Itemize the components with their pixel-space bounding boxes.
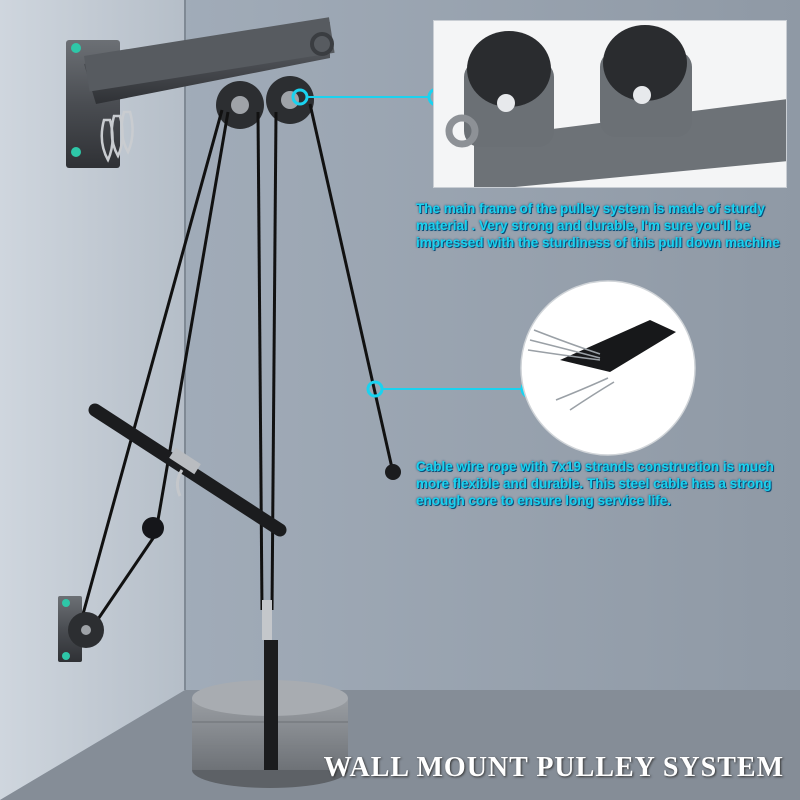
cable-end-stopper <box>385 464 401 480</box>
frame-caption: The main frame of the pulley system is m… <box>416 201 780 250</box>
lower-wall-pulley <box>58 596 104 662</box>
cable-closeup <box>520 280 696 456</box>
handle-bar <box>88 403 287 537</box>
frame-detail-photo <box>433 20 787 188</box>
product-title: WALL MOUNT PULLEY SYSTEM <box>323 752 784 783</box>
frame-detail-illustration <box>434 21 786 187</box>
weight-plates <box>192 600 348 788</box>
cable-stopper-ball <box>142 517 164 539</box>
wall-mount-bracket <box>66 17 335 168</box>
top-pulleys <box>216 76 314 129</box>
cable-caption: Cable wire rope with 7x19 strands constr… <box>416 459 774 508</box>
